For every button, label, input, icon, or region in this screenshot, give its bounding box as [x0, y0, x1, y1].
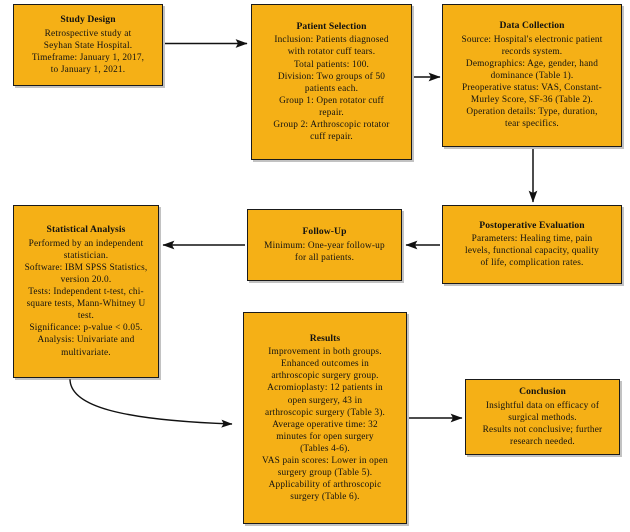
node-line: Significance: p-value < 0.05. [29, 323, 143, 334]
node-line: Retrospective study at [44, 28, 132, 39]
node-follow-up[interactable]: Follow-Up Minimum: One-year follow-up fo… [247, 209, 402, 281]
node-line: to January 1, 2021. [50, 64, 126, 75]
edge-stats-to-results [69, 378, 233, 428]
node-line: Tests: Independent t-test, chi- [28, 287, 144, 298]
node-line: cuff repair. [310, 132, 353, 142]
node-line: Analysis: Univariate and [37, 335, 135, 346]
node-title: Postoperative Evaluation [479, 219, 585, 231]
node-line: Applicability of arthroscopic [268, 480, 382, 491]
node-line: Group 1: Open rotator cuff [279, 95, 384, 106]
node-line: Parameters: Healing time, pain [471, 234, 593, 245]
node-line: patients each. [304, 83, 359, 94]
node-line: test. [77, 311, 95, 322]
node-line: surgery (Table 6). [290, 492, 360, 503]
node-line: Preoperative status: VAS, Constant- [462, 83, 602, 94]
node-line: Group 2: Arthroscopic rotator [273, 119, 390, 130]
node-line: for all patients. [294, 252, 355, 263]
node-title: Statistical Analysis [46, 224, 126, 236]
node-data-collection[interactable]: Data Collection Source: Hospital's elect… [442, 4, 622, 147]
node-title: Results [309, 332, 341, 344]
node-line: Operation details: Type, duration, [466, 107, 598, 118]
node-title: Patient Selection [296, 20, 367, 32]
node-title: Follow-Up [302, 226, 347, 238]
node-patient-selection[interactable]: Patient Selection Inclusion: Patients di… [251, 4, 412, 160]
node-line: Timeframe: January 1, 2017, [31, 52, 145, 63]
node-line: VAS pain scores: Lower in open [262, 455, 388, 466]
node-line: with rotator cuff tears. [287, 47, 376, 58]
node-line: square tests, Mann-Whitney U [26, 299, 146, 310]
node-line: Demographics: Age, gender, hand [465, 59, 599, 70]
node-statistical-analysis[interactable]: Statistical Analysis Performed by an ind… [13, 205, 159, 378]
node-line: open surgery, 43 in [287, 395, 363, 406]
node-line: repair. [319, 107, 344, 118]
node-line: Software: IBM SPSS Statistics, [24, 263, 148, 273]
node-line: surgery group (Table 5). [277, 468, 373, 478]
node-line: of life, complication rates. [480, 258, 584, 269]
node-results[interactable]: Results Improvement in both groups. Enha… [243, 312, 407, 524]
node-line: minutes for open surgery [276, 431, 374, 442]
node-line: (Tables 4-6). [300, 443, 350, 454]
node-line: Seyhan State Hospital. [43, 40, 133, 51]
node-line: arthroscopic surgery (Table 3). [264, 407, 386, 418]
node-line: Enhanced outcomes in [281, 359, 369, 370]
node-line: levels, functional capacity, quality [465, 246, 599, 257]
node-line: Average operative time: 32 [272, 419, 378, 430]
node-line: Total patients: 100. [293, 59, 370, 70]
node-line: Source: Hospital's electronic patient [461, 34, 603, 45]
node-line: Inclusion: Patients diagnosed [274, 35, 389, 46]
node-line: records system. [501, 47, 563, 57]
node-line: statistician. [63, 250, 109, 261]
node-title: Study Design [60, 14, 116, 26]
node-line: Performed by an independent [28, 238, 144, 249]
node-line: tear specifics. [505, 119, 559, 130]
node-line: Insightful data on efficacy of [485, 400, 600, 411]
node-conclusion[interactable]: Conclusion Insightful data on efficacy o… [465, 379, 620, 455]
node-line: Division: Two groups of 50 [277, 71, 386, 82]
node-line: surgical methods. [508, 412, 577, 423]
node-line: dominance (Table 1). [490, 71, 574, 82]
node-line: Murley Score, SF-36 (Table 2). [470, 95, 594, 106]
node-title: Conclusion [519, 386, 566, 398]
node-postoperative-evaluation[interactable]: Postoperative Evaluation Parameters: Hea… [442, 205, 622, 284]
node-line: Improvement in both groups. [268, 347, 382, 358]
node-line: Minimum: One-year follow-up [264, 240, 385, 251]
node-line: Results not conclusive; further [482, 424, 603, 435]
node-line: arthroscopic surgery group. [271, 371, 379, 382]
node-line: research needed. [510, 436, 575, 447]
node-title: Data Collection [499, 20, 565, 32]
node-line: version 20.0. [60, 275, 112, 286]
node-line: Acromioplasty: 12 patients in [267, 383, 383, 394]
node-line: multivariate. [61, 347, 111, 358]
node-study-design[interactable]: Study Design Retrospective study at Seyh… [13, 4, 163, 86]
